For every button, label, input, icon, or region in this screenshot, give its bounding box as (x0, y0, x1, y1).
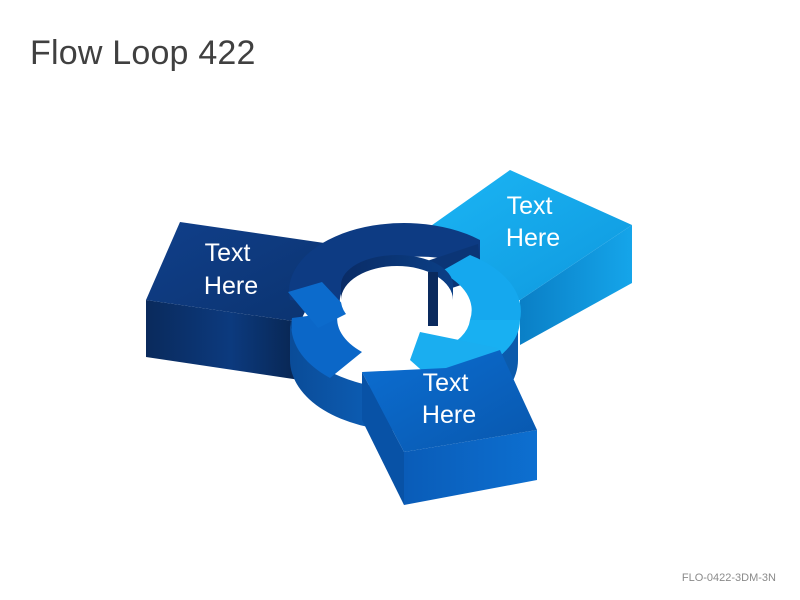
ring-arrow-mid (288, 282, 350, 328)
footer-code: FLO-0422-3DM-3N (681, 572, 776, 584)
segment-1-label-line1: Text (507, 192, 553, 220)
ring-top-mid (291, 312, 362, 378)
segment-1-label: Text Here (506, 192, 560, 252)
segment-mid-blue (362, 350, 537, 505)
segment-light-blue (418, 170, 632, 345)
ring-top-navy (288, 223, 480, 305)
segment-3-label: Text Here (422, 369, 476, 429)
segment-3-label-line2: Here (422, 401, 476, 429)
segment-3-label-line1: Text (423, 369, 469, 397)
light-arm-side-face (520, 225, 632, 345)
mid-arm-left-face (362, 372, 404, 505)
segment-2-label-line1: Text (205, 239, 251, 267)
mid-arm-top-face (362, 350, 537, 452)
ring-top-light (440, 255, 521, 320)
navy-arm-front-face (146, 300, 300, 380)
ring-inner-hole (341, 266, 453, 334)
segment-1-label-line2: Here (506, 224, 560, 252)
light-arm-top-face (418, 170, 632, 300)
mid-arm-front-face (404, 430, 537, 505)
ring-inner-wall (341, 255, 453, 300)
ring-inner-notch (428, 272, 438, 326)
page-title: Flow Loop 422 (30, 34, 256, 72)
segment-2-label: Text Here (204, 239, 258, 300)
segment-2-label-line2: Here (204, 272, 258, 300)
